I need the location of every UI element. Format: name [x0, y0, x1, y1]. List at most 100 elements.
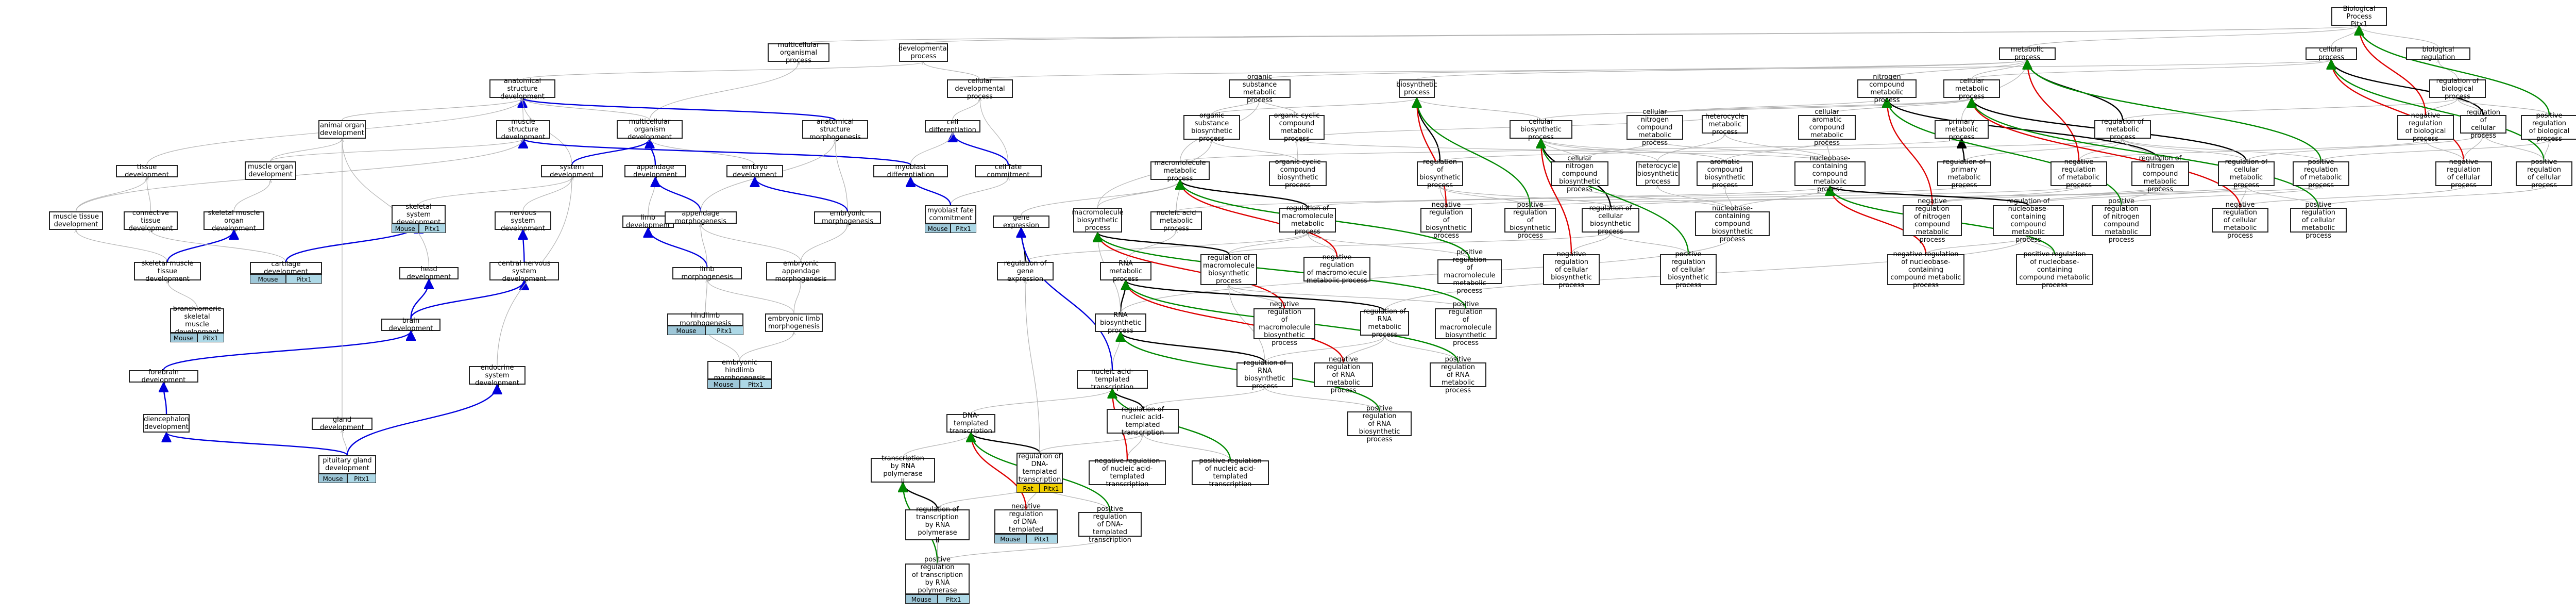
go-term-neg-reg-nucleic-transcr[interactable]: negative regulation of nucleic acid-temp…: [1089, 457, 1166, 488]
go-term-reg-biosynth[interactable]: regulation of biosynthetic process: [1417, 158, 1463, 189]
go-term-muscle-struct[interactable]: muscle structure development: [496, 118, 550, 141]
go-term-cell-nitro-bio[interactable]: cellular nitrogen compound biosynthetic …: [1551, 155, 1608, 193]
go-term-pos-reg-met[interactable]: positive regulation of metabolic process: [2293, 158, 2349, 189]
go-term-org-cyclic-bio[interactable]: organic cyclic compound biosynthetic pro…: [1269, 158, 1327, 189]
go-term-nucleobase-met[interactable]: nucleobase-containing compound metabolic…: [1794, 155, 1866, 193]
go-term-reg-cell-met[interactable]: regulation of cellular metabolic process: [2218, 158, 2275, 189]
go-term-bio-reg[interactable]: biological regulation: [2406, 46, 2470, 61]
go-term-endocrine[interactable]: endocrine system development: [469, 364, 526, 387]
go-term-reg-cell[interactable]: regulation of cellular process: [2460, 109, 2506, 140]
go-term-embryonic-morph[interactable]: embryonic morphogenesis: [814, 210, 881, 225]
go-term-cartilage[interactable]: cartilage development: [250, 260, 322, 276]
go-term-pos-reg-rna-bio[interactable]: positive regulation of RNA biosynthetic …: [1347, 405, 1412, 443]
go-term-hindlimb[interactable]: hindlimb morphogenesis: [667, 312, 743, 327]
go-term-embryo-dev[interactable]: embryo development: [726, 163, 783, 179]
go-term-branchiomeric[interactable]: branchiomeric skeletal muscle developmen…: [170, 305, 224, 336]
go-term-neg-reg-macromol-met[interactable]: negative regulation of macromolecule met…: [1303, 254, 1370, 285]
go-term-system-dev[interactable]: system development: [541, 163, 603, 179]
go-term-arom-bio[interactable]: aromatic compound biosynthetic process: [1697, 158, 1753, 189]
go-term-neg-reg-cell-biosynth[interactable]: negative regulation of cellular biosynth…: [1543, 251, 1600, 289]
go-term-brain-dev[interactable]: brain development: [381, 317, 440, 333]
go-term-org-subst-met[interactable]: organic substance metabolic process: [1229, 73, 1291, 104]
go-term-gland-dev[interactable]: gland development: [312, 416, 372, 432]
go-term-pos-reg-nucleic-transcr[interactable]: positive regulation of nucleic acid-temp…: [1192, 457, 1269, 488]
go-term-pituitary[interactable]: pituitary gland development: [318, 455, 376, 474]
go-term-pos-reg-macromol-bio[interactable]: positive regulation of macromolecule bio…: [1435, 301, 1497, 347]
go-term-cell-nitro-met[interactable]: cellular nitrogen compound metabolic pro…: [1626, 108, 1683, 147]
go-term-cell-arom-met[interactable]: cellular aromatic compound metabolic pro…: [1798, 108, 1856, 147]
go-term-appendage-dev[interactable]: appendage development: [624, 163, 686, 179]
go-term-org-subst-bio[interactable]: organic substance biosynthetic process: [1183, 112, 1240, 143]
go-term-nucleic-met[interactable]: nucleic acid metabolic process: [1150, 209, 1202, 233]
go-term-metabolic[interactable]: metabolic process: [1999, 46, 2056, 61]
go-term-tissue-dev[interactable]: tissue development: [116, 163, 178, 179]
go-term-primary-met[interactable]: primary metabolic process: [1935, 118, 1989, 141]
go-term-head-dev[interactable]: head development: [399, 266, 459, 281]
go-term-pos-reg-cell[interactable]: positive regulation of cellular process: [2516, 158, 2572, 189]
go-term-transcr-pol2[interactable]: transcription by RNA polymerase II: [871, 455, 935, 486]
go-term-cell-dev[interactable]: cellular developmental process: [947, 77, 1013, 101]
go-term-reg-rna-bio[interactable]: regulation of RNA biosynthetic process: [1236, 359, 1293, 390]
go-term-rna-met[interactable]: RNA metabolic process: [1100, 260, 1151, 283]
go-term-pos-reg-cell-biosynth[interactable]: positive regulation of cellular biosynth…: [1660, 251, 1717, 289]
gene-label[interactable]: Pitx1: [951, 224, 976, 233]
go-term-embryonic-app[interactable]: embryonic appendage morphogenesis: [766, 260, 836, 283]
go-term-reg-met[interactable]: regulation of metabolic process: [2094, 118, 2151, 141]
go-term-reg-transcr-pol2[interactable]: regulation of transcription by RNA polym…: [905, 506, 970, 544]
go-term-cellular-met[interactable]: cellular metabolic process: [1943, 77, 2000, 101]
gene-label[interactable]: Pitx1: [418, 224, 446, 233]
go-term-skel-tissue[interactable]: skeletal muscle tissue development: [134, 260, 201, 283]
go-term-forebrain[interactable]: forebrain development: [129, 369, 198, 384]
gene-label[interactable]: Pitx1: [1040, 484, 1063, 493]
go-term-reg-nucleobase-met[interactable]: regulation of nucleobase-containing comp…: [1993, 197, 2064, 244]
go-term-pos-reg-nitro[interactable]: positive regulation of nitrogen compound…: [2092, 197, 2151, 244]
go-term-neg-reg-dna-transcr[interactable]: negative regulation of DNA-templated tra…: [994, 503, 1058, 541]
go-term-reg-dna-transcr[interactable]: regulation of DNA-templated transcriptio…: [1016, 453, 1063, 484]
go-term-reg-macromol-met[interactable]: regulation of macromolecule metabolic pr…: [1279, 205, 1336, 236]
go-term-reg-nucleic-transcr[interactable]: regulation of nucleic acid-templated tra…: [1107, 406, 1179, 437]
go-term-org-cyclic-met[interactable]: organic cyclic compound metabolic proces…: [1269, 112, 1325, 143]
go-term-dna-transcr[interactable]: DNA-templated transcription: [946, 412, 995, 435]
go-term-animal-organ[interactable]: animal organ development: [318, 120, 366, 139]
go-term-skel-organ[interactable]: skeletal muscle organ development: [204, 209, 264, 233]
go-term-limb-morph[interactable]: limb morphogenesis: [672, 266, 742, 281]
go-term-muscle-organ[interactable]: muscle organ development: [245, 161, 296, 180]
go-term-neg-reg-met[interactable]: negative regulation of metabolic process: [2050, 158, 2107, 189]
gene-label[interactable]: Pitx1: [1026, 534, 1058, 543]
gene-label[interactable]: Pitx1: [347, 474, 376, 483]
go-term-biosynth[interactable]: biosynthetic process: [1396, 79, 1437, 98]
gene-label[interactable]: Pitx1: [705, 326, 743, 335]
go-term-neg-reg-biosynth[interactable]: negative regulation of biosynthetic proc…: [1420, 201, 1472, 240]
go-term-pos-reg-transcr-pol2[interactable]: positive regulation of transcription by …: [905, 556, 970, 602]
go-term-reg-bio[interactable]: regulation of biological process: [2429, 77, 2486, 101]
go-term-reg-nitro-met[interactable]: regulation of nitrogen compound metaboli…: [2131, 155, 2189, 193]
go-term-cell-diff[interactable]: cell differentiation: [925, 119, 980, 134]
go-term-muscle-tissue[interactable]: muscle tissue development: [49, 211, 103, 230]
go-term-reg-gene-expr[interactable]: regulation of gene expression: [997, 260, 1054, 283]
go-term-neg-reg-macromol-bio[interactable]: negative regulation of macromolecule bio…: [1253, 301, 1315, 347]
go-term-appendage-morph[interactable]: appendage morphogenesis: [665, 210, 737, 225]
go-term-pos-reg-rna-met[interactable]: positive regulation of RNA metabolic pro…: [1430, 356, 1486, 394]
go-term-reg-cell-biosynth[interactable]: regulation of cellular biosynthetic proc…: [1582, 205, 1639, 236]
go-term-gene-expr[interactable]: gene expression: [993, 214, 1049, 229]
go-term-neg-reg-bio[interactable]: negative regulation of biological proces…: [2397, 112, 2454, 143]
go-term-pos-reg-nucleobase[interactable]: positive regulation of nucleobase-contai…: [2016, 251, 2093, 289]
go-term-neg-reg-nucleobase[interactable]: negative regulation of nucleobase-contai…: [1887, 251, 1964, 289]
go-term-diencephalon[interactable]: diencephalon development: [143, 414, 190, 433]
go-term-macromol-bio[interactable]: macromolecule biosynthetic process: [1072, 208, 1124, 233]
go-term-rna-bio[interactable]: RNA biosynthetic process: [1095, 311, 1146, 335]
gene-label[interactable]: Pitx1: [286, 274, 322, 284]
go-term-embryonic-hindlimb[interactable]: embryonic hindlimb morphogenesis: [707, 359, 772, 382]
go-term-reg-rna-met[interactable]: regulation of RNA metabolic process: [1360, 308, 1409, 339]
go-term-multicell[interactable]: multicellular organismal process: [768, 41, 829, 64]
go-term-neg-reg-nitro[interactable]: negative regulation of nitrogen compound…: [1903, 197, 1962, 244]
go-term-pos-reg-bio[interactable]: positive regulation of biological proces…: [2521, 112, 2576, 143]
go-term-neg-reg-rna-met[interactable]: negative regulation of RNA metabolic pro…: [1314, 356, 1373, 394]
gene-label[interactable]: Pitx1: [739, 379, 772, 389]
go-term-pos-reg-cell-met[interactable]: positive regulation of cellular metaboli…: [2290, 201, 2347, 240]
go-term-nucleic-transcr[interactable]: nucleic acid-templated transcription: [1077, 368, 1148, 391]
go-term-embryonic-limb[interactable]: embryonic limb morphogenesis: [765, 313, 823, 332]
go-term-nitrogen-met[interactable]: nitrogen compound metabolic process: [1857, 73, 1917, 104]
go-term-connective[interactable]: connective tissue development: [124, 209, 178, 233]
go-term-neg-reg-cell-met[interactable]: negative regulation of cellular metaboli…: [2212, 201, 2268, 240]
